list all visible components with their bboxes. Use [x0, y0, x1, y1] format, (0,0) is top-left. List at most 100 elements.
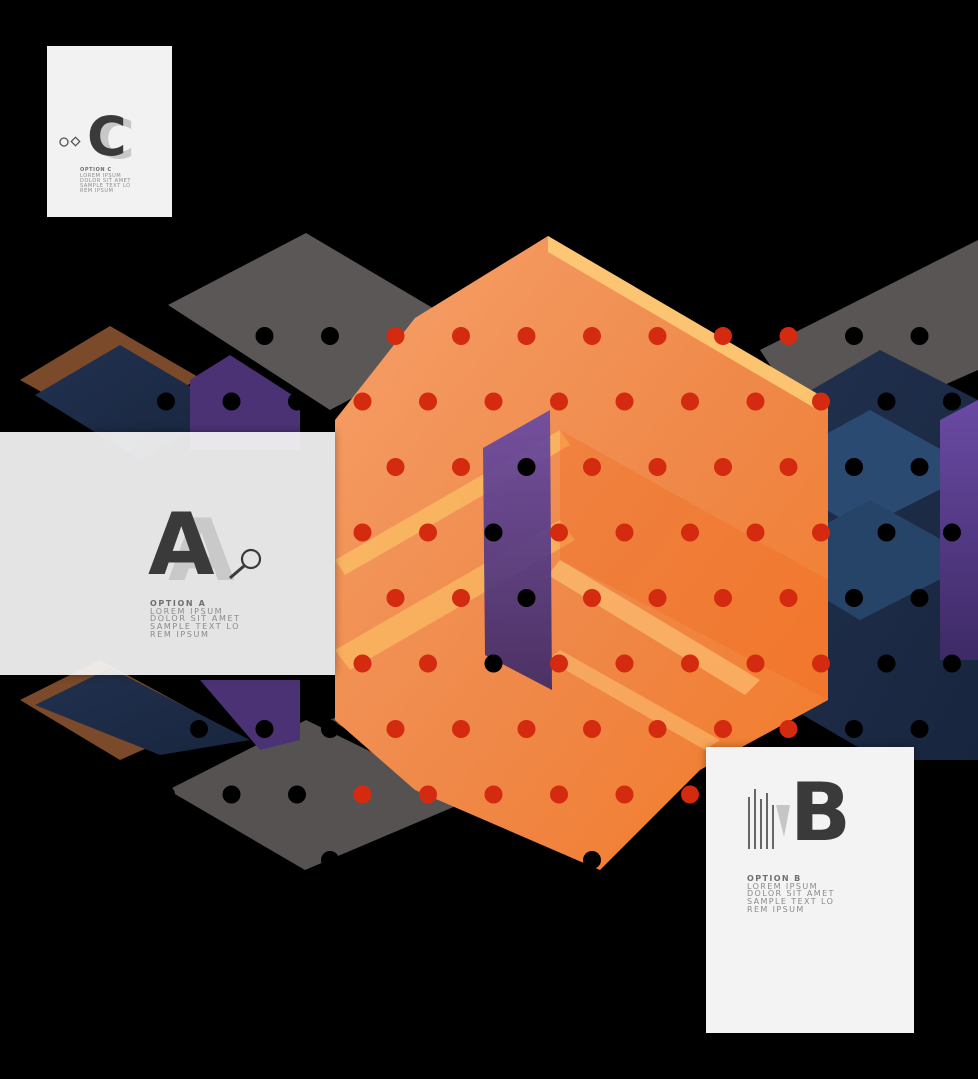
dot	[517, 589, 536, 607]
dot	[255, 851, 274, 869]
dot	[353, 785, 372, 804]
dot	[681, 392, 699, 411]
dot	[583, 458, 601, 476]
dot	[419, 523, 437, 542]
dot	[222, 392, 241, 411]
card-c-letter: C	[87, 105, 127, 168]
dot	[812, 523, 830, 542]
purple-panel	[483, 410, 552, 690]
dot	[681, 654, 699, 673]
dot	[517, 851, 536, 869]
dot	[943, 523, 961, 542]
dot	[714, 589, 732, 607]
dot	[910, 720, 929, 738]
card-c-letter-shadow: C	[95, 108, 135, 171]
dot	[845, 327, 863, 345]
card-b-letter: B	[790, 766, 851, 859]
dot	[550, 654, 568, 673]
card-c-option: OPTION C	[80, 167, 112, 174]
dot	[615, 392, 634, 411]
dot	[386, 851, 405, 869]
dot	[419, 654, 437, 673]
dot	[943, 392, 961, 411]
dot	[321, 327, 339, 345]
dot	[779, 720, 798, 738]
card-a-letter-shadow: A	[168, 501, 235, 601]
dot	[288, 392, 306, 411]
dot	[452, 851, 470, 869]
vertical-bars-icon	[748, 789, 790, 849]
gray-slab	[168, 720, 470, 870]
dot	[648, 720, 667, 738]
dot	[910, 589, 929, 607]
dot	[648, 851, 667, 869]
orange-highlight	[548, 650, 720, 750]
dot	[288, 785, 306, 804]
card-c-lines: LOREM IPSUM DOLOR SIT AMET SAMPLE TEXT L…	[80, 172, 132, 195]
dot	[746, 392, 765, 411]
dot	[648, 327, 667, 345]
card-b-lines: LOREM IPSUM DOLOR SIT AMET SAMPLE TEXT L…	[747, 881, 835, 914]
dot	[746, 523, 765, 542]
dot	[910, 327, 929, 345]
dot	[419, 785, 437, 804]
dot	[255, 720, 274, 738]
dot	[779, 589, 798, 607]
dot	[157, 785, 175, 804]
dot	[648, 458, 667, 476]
dot	[452, 589, 470, 607]
dot	[386, 720, 405, 738]
dot	[583, 589, 601, 607]
card-a-lines: LOREM IPSUM DOLOR SIT AMET SAMPLE TEXT L…	[150, 606, 241, 639]
dot	[615, 523, 634, 542]
card-a-letter: A	[148, 495, 215, 595]
dot	[812, 654, 830, 673]
dot	[484, 392, 503, 411]
dot	[550, 523, 568, 542]
dot	[583, 327, 601, 345]
orange-highlight	[548, 236, 828, 410]
dot	[746, 654, 765, 673]
dot	[190, 327, 208, 345]
dot	[222, 785, 241, 804]
dot	[845, 589, 863, 607]
dot	[583, 851, 601, 869]
orange-shade	[560, 430, 828, 700]
dot	[877, 523, 896, 542]
dot	[845, 458, 863, 476]
dot	[353, 523, 372, 542]
dot	[681, 785, 699, 804]
dot	[386, 458, 405, 476]
orange-highlight	[548, 560, 760, 695]
dot	[353, 392, 372, 411]
dot	[714, 327, 732, 345]
dot	[845, 720, 863, 738]
dot	[615, 785, 634, 804]
dot	[452, 720, 470, 738]
circle-diamond-icon	[59, 136, 81, 147]
dot	[812, 392, 830, 411]
orange-slab	[335, 236, 828, 870]
dot	[484, 654, 503, 673]
purple-slab	[200, 680, 300, 750]
dot	[681, 523, 699, 542]
dot	[943, 654, 961, 673]
dot	[484, 785, 503, 804]
dot	[386, 327, 405, 345]
dot	[714, 458, 732, 476]
dot	[583, 720, 601, 738]
dot	[255, 327, 274, 345]
dot	[386, 589, 405, 607]
dot	[648, 589, 667, 607]
dot	[353, 654, 372, 673]
dot	[452, 327, 470, 345]
magnifier-icon	[229, 548, 262, 580]
dot	[321, 851, 339, 869]
navy-slab	[35, 345, 230, 460]
